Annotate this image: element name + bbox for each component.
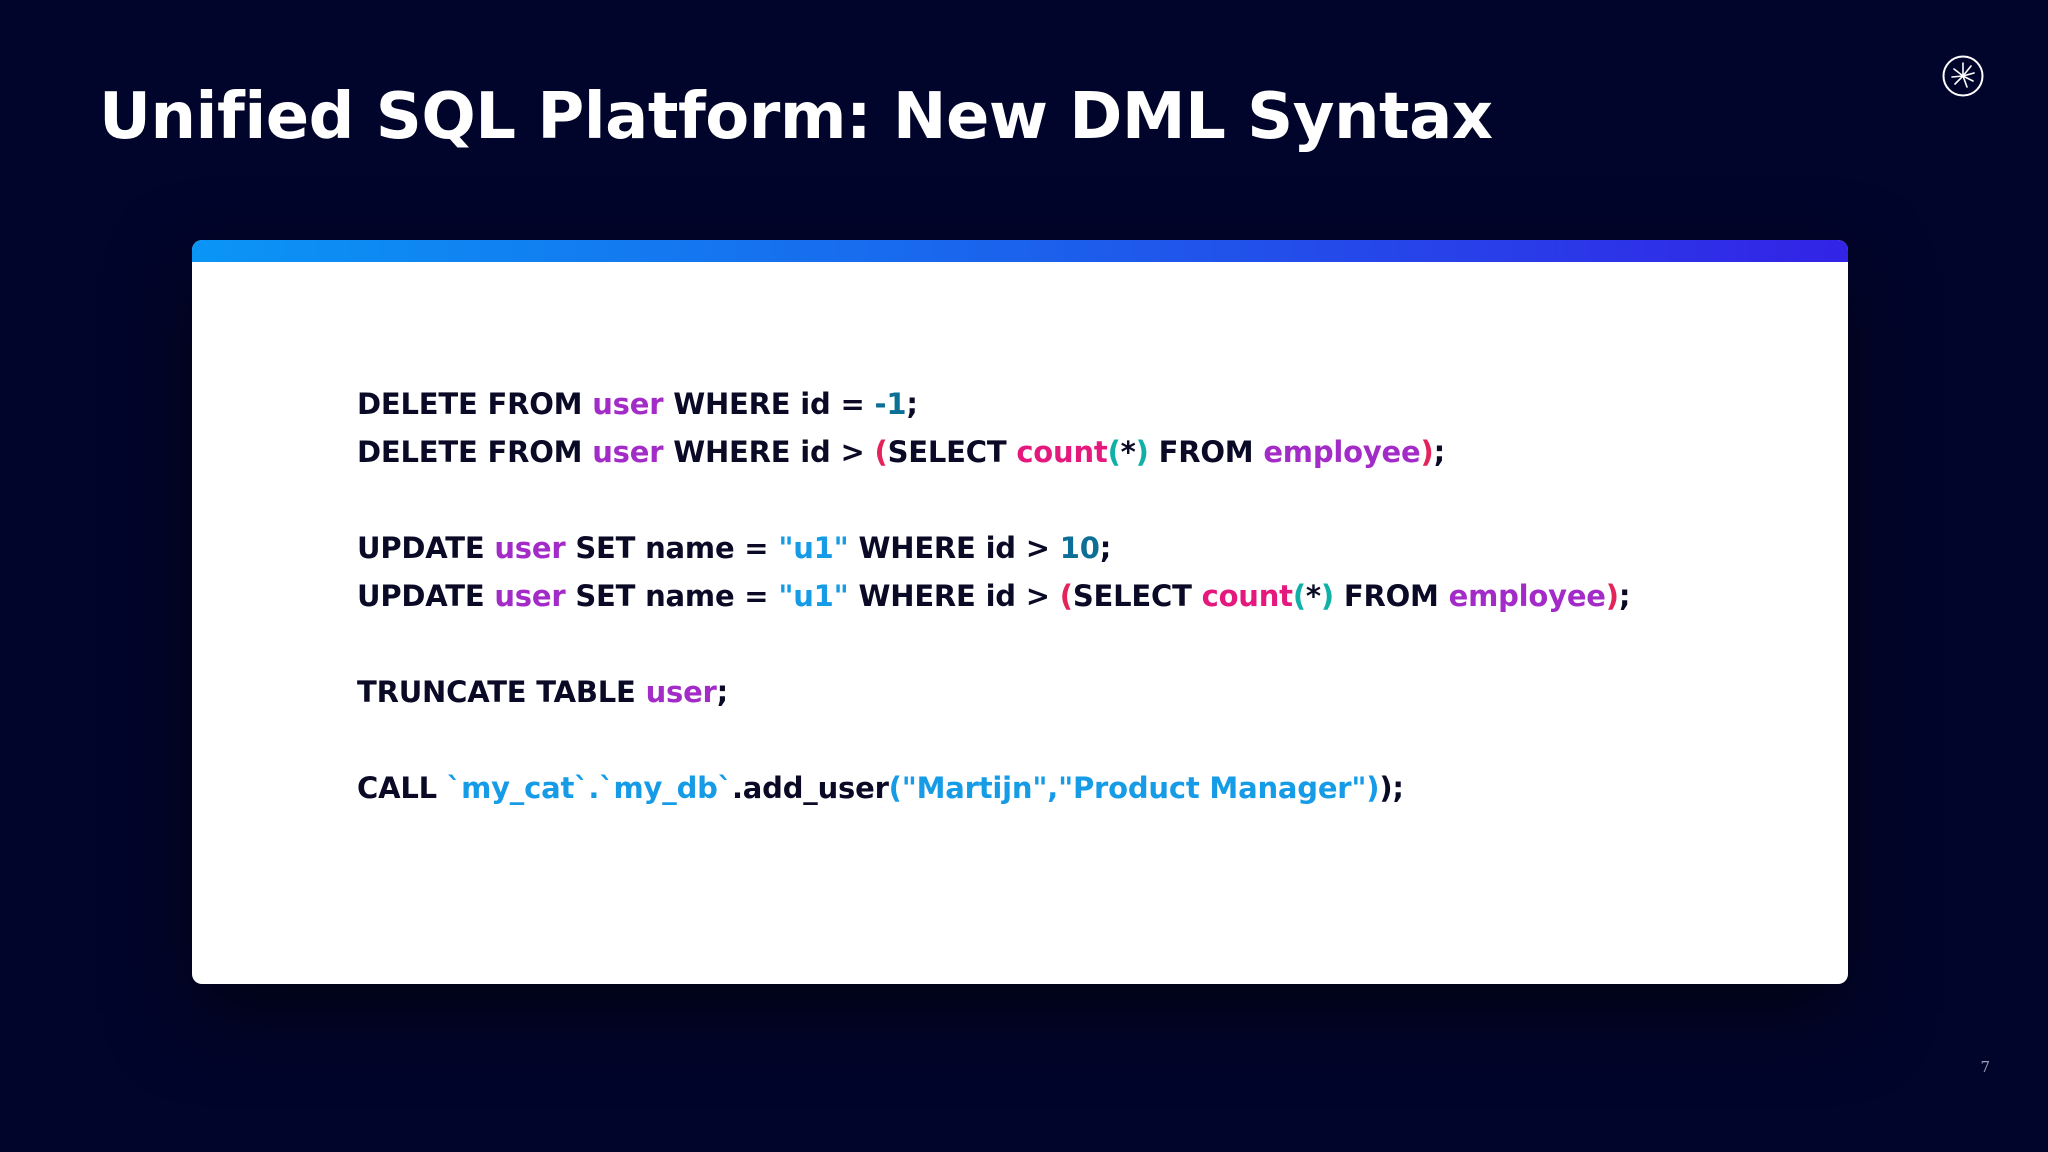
code-token: ( [1107,435,1121,469]
code-token: SET name = [565,531,779,565]
code-blank-line [357,716,1630,764]
code-line-call: CALL `my_cat`.`my_db`.add_user("Martijn"… [357,764,1630,812]
code-token: TRUNCATE TABLE [357,675,646,709]
code-token: UPDATE [357,579,495,613]
code-token: FROM [1148,435,1264,469]
code-token: user [494,579,566,613]
code-card: DELETE FROM user WHERE id = -1; DELETE F… [192,240,1848,984]
code-token: * [1120,435,1136,469]
code-token: ( [1292,579,1306,613]
card-gradient-bar [192,240,1848,262]
code-token: ("Martijn","Product Manager") [888,771,1380,805]
code-token: 10 [1059,531,1100,565]
code-token: user [592,435,664,469]
code-block: DELETE FROM user WHERE id = -1; DELETE F… [357,380,1630,812]
code-token: employee [1448,579,1606,613]
code-token: SELECT [887,435,1017,469]
code-token: ) [1135,435,1149,469]
code-token: ; [1618,579,1631,613]
code-blank-line [357,620,1630,668]
code-token: SELECT [1072,579,1202,613]
code-token: ); [1379,771,1404,805]
code-token: count [1201,579,1293,613]
code-token: WHERE id > [663,435,875,469]
code-token: DELETE FROM [357,435,593,469]
code-token: user [592,387,664,421]
code-token: ( [1059,579,1073,613]
code-line-delete-1: DELETE FROM user WHERE id = -1; [357,380,1630,428]
code-token: * [1305,579,1321,613]
slide-title: Unified SQL Platform: New DML Syntax [99,80,1493,154]
code-token: `my_cat`.`my_db` [446,771,732,805]
code-token: DELETE FROM [357,387,593,421]
code-token: .add_user [731,771,889,805]
code-token: user [645,675,717,709]
code-token: UPDATE [357,531,495,565]
page-number: 7 [1980,1058,1990,1076]
code-token: ) [1605,579,1619,613]
code-token: ; [1433,435,1446,469]
code-token: WHERE id > [848,531,1060,565]
code-token: ; [1099,531,1112,565]
code-blank-line [357,476,1630,524]
code-token: user [494,531,566,565]
code-token: FROM [1333,579,1449,613]
starburst-logo-icon [1942,55,1984,97]
code-token: WHERE id = [663,387,875,421]
code-token: ) [1420,435,1434,469]
code-token: SET name = [565,579,779,613]
code-token: count [1016,435,1108,469]
code-token: ( [874,435,888,469]
code-token: ; [716,675,729,709]
code-token: WHERE id > [848,579,1060,613]
code-line-delete-2: DELETE FROM user WHERE id > (SELECT coun… [357,428,1630,476]
code-token: -1 [874,387,907,421]
code-line-truncate: TRUNCATE TABLE user; [357,668,1630,716]
code-token: "u1" [778,531,849,565]
code-token: employee [1263,435,1421,469]
code-token: CALL [357,771,447,805]
code-line-update-1: UPDATE user SET name = "u1" WHERE id > 1… [357,524,1630,572]
code-token: ) [1320,579,1334,613]
code-line-update-2: UPDATE user SET name = "u1" WHERE id > (… [357,572,1630,620]
code-token: "u1" [778,579,849,613]
code-token: ; [906,387,918,421]
